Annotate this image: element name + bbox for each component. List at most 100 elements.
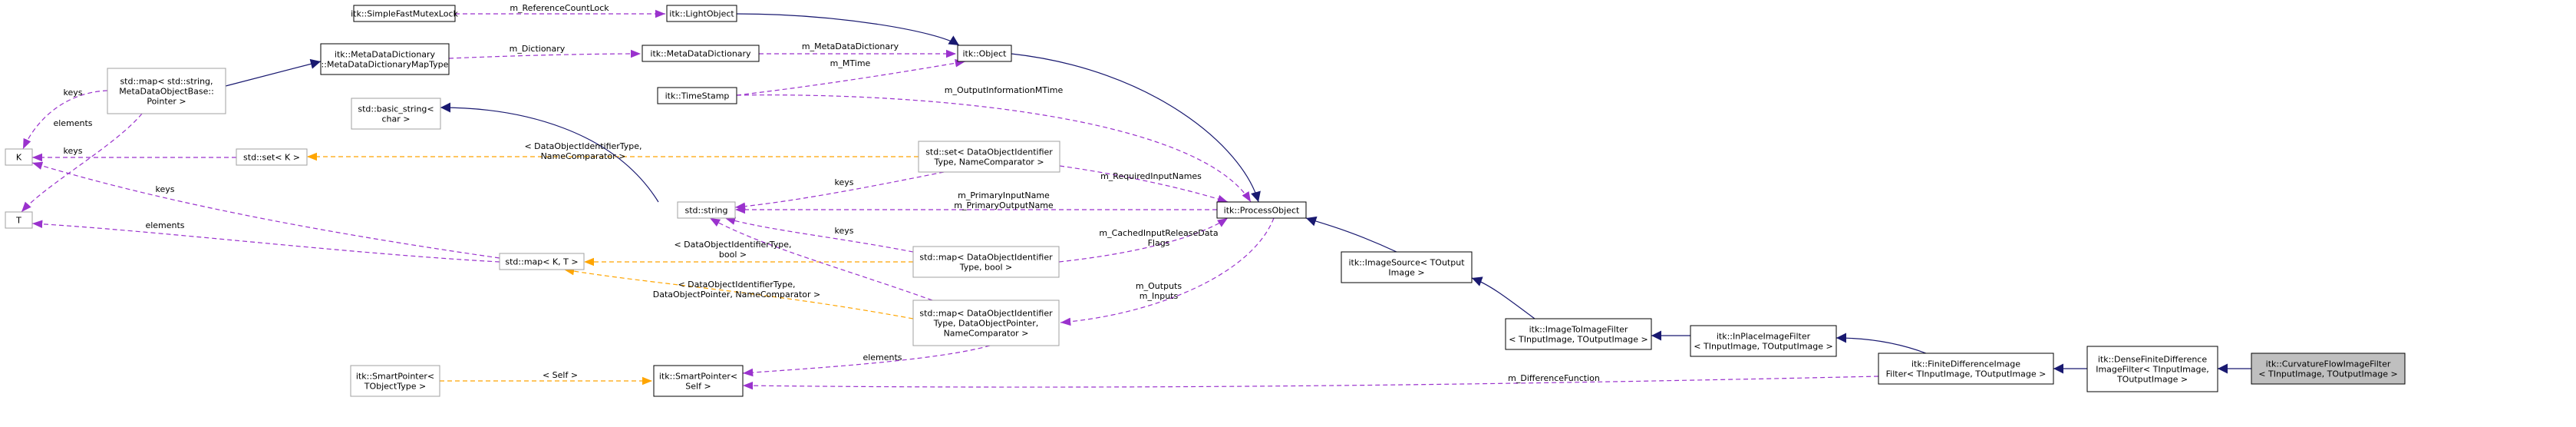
node-label: MetaDataObjectBase:: — [119, 87, 214, 97]
edge-label: m_ReferenceCountLock — [510, 3, 609, 13]
node-box — [353, 5, 456, 22]
node-meta-data-dictionary-map-type[interactable]: itk::MetaDataDictionary::MetaDataDiction… — [320, 43, 450, 75]
node-std-set-k[interactable]: std::set< K > — [236, 148, 308, 166]
edge-is-itif — [1471, 276, 1535, 319]
node-box — [350, 365, 440, 397]
node-t[interactable]: T — [5, 211, 33, 229]
edge-label: keys — [64, 88, 83, 98]
node-std-map-kt[interactable]: std::map< K, T > — [499, 253, 585, 270]
node-label: K — [16, 153, 22, 163]
node-box — [957, 45, 1012, 62]
node-std-map-doibool[interactable]: std::map< DataObjectIdentifierType, bool… — [912, 246, 1060, 278]
node-smart-pointer-self[interactable]: itk::SmartPointer<Self > — [653, 365, 744, 397]
node-box — [499, 253, 585, 270]
node-image-source[interactable]: itk::ImageSource< TOutputImage > — [1341, 251, 1473, 283]
node-smart-pointer-tobject[interactable]: itk::SmartPointer<TObjectType > — [350, 365, 440, 397]
edge-label: m_RequiredInputNames — [1100, 171, 1202, 181]
node-object[interactable]: itk::Object — [957, 45, 1012, 62]
node-box — [320, 43, 450, 75]
edge-bs-string — [440, 102, 659, 203]
node-label: std::set< K > — [243, 153, 300, 163]
node-box — [5, 148, 33, 166]
node-box — [912, 246, 1060, 278]
node-label: Filter< TInputImage, TOutputImage > — [1886, 369, 2047, 379]
node-box — [236, 148, 308, 166]
edge-object-po — [1011, 53, 1261, 203]
node-label: < TInputImage, TOutputImage > — [2258, 369, 2397, 379]
edge-label: bool > — [719, 250, 747, 260]
edge-label: m_CachedInputReleaseData — [1099, 228, 1218, 238]
edge-label: < DataObjectIdentifierType, — [678, 280, 795, 290]
node-std-map-doiptr[interactable]: std::map< DataObjectIdentifierType, Data… — [912, 300, 1060, 346]
node-box — [912, 300, 1060, 346]
node-label: itk::SmartPointer< — [659, 372, 737, 382]
node-label: itk::FiniteDifferenceImage — [1911, 359, 2020, 369]
node-label: std::map< DataObjectIdentifier — [919, 309, 1053, 319]
edge-string-mapptr — [709, 217, 933, 301]
node-box — [107, 68, 226, 114]
node-in-place-image-filter[interactable]: itk::InPlaceImageFilter< TInputImage, TO… — [1690, 325, 1837, 357]
edge-label: < DataObjectIdentifierType, — [524, 141, 642, 151]
node-label: TObjectType > — [364, 382, 427, 392]
node-std-string[interactable]: std::string — [677, 201, 736, 219]
node-label: Type, NameComparator > — [933, 157, 1044, 167]
edge-label: DataObjectPointer, NameComparator > — [653, 290, 821, 300]
edge-label: NameComparator > — [541, 151, 626, 161]
edge-label: m_MetaDataDictionary — [802, 41, 899, 51]
node-label: itk::TimeStamp — [665, 91, 730, 101]
node-label: std::set< DataObjectIdentifier — [925, 147, 1053, 157]
edge-label: m_Dictionary — [510, 44, 566, 54]
edge-label: m_Outputs — [1136, 281, 1182, 291]
node-label: Type, DataObjectPointer, — [933, 319, 1038, 329]
edge-label: elements — [145, 220, 184, 230]
edge-mapmeta-mdmt — [225, 58, 322, 87]
edge-t-mapmeta — [21, 113, 143, 213]
node-label: ImageFilter< TInputImage, — [2096, 365, 2209, 375]
edge-k-mapkt — [31, 161, 500, 259]
node-basic-string[interactable]: std::basic_string<char > — [351, 98, 441, 130]
node-label: std::basic_string< — [358, 104, 434, 114]
edge-label: elements — [863, 353, 902, 362]
node-label: std::map< std::string, — [120, 77, 213, 87]
edge-mapbool-po — [1058, 217, 1229, 263]
node-label: itk::ImageToImageFilter — [1529, 325, 1628, 335]
node-light-object[interactable]: itk::LightObject — [666, 5, 737, 22]
edge-mdmt-mdd — [448, 49, 642, 59]
edge-string-mapbool — [724, 217, 922, 254]
edge-setdoi-po — [1059, 165, 1229, 203]
node-label: TOutputImage > — [2116, 375, 2188, 385]
edge-po-is — [1305, 216, 1397, 253]
edge-t-mapkt — [31, 220, 500, 263]
node-box — [642, 45, 760, 62]
edge-label: Flags — [1148, 238, 1170, 248]
node-label: Pointer > — [147, 97, 186, 107]
node-curvature-flow-image-filter[interactable]: itk::CurvatureFlowImageFilter< TInputIma… — [2251, 353, 2406, 385]
node-image-to-image-filter[interactable]: itk::ImageToImageFilter< TInputImage, TO… — [1505, 318, 1652, 350]
node-k[interactable]: K — [5, 148, 33, 166]
node-label: ::MetaDataDictionaryMapType — [322, 60, 449, 70]
node-box — [1878, 353, 2054, 385]
edge-mapptr-sps — [742, 345, 991, 377]
edge-label: keys — [835, 226, 854, 236]
node-std-map-meta[interactable]: std::map< std::string,MetaDataObjectBase… — [107, 68, 226, 114]
node-std-set-doi[interactable]: std::set< DataObjectIdentifierType, Name… — [918, 141, 1060, 173]
node-time-stamp[interactable]: itk::TimeStamp — [657, 87, 737, 104]
node-process-object[interactable]: itk::ProcessObject — [1216, 201, 1307, 219]
node-simple-fast-mutex-lock[interactable]: itk::SimpleFastMutexLock — [351, 5, 459, 22]
node-label: std::string — [684, 206, 727, 216]
edge-string-setdoi — [734, 171, 945, 210]
node-label: itk::SimpleFastMutexLock — [351, 9, 458, 19]
node-box — [351, 98, 441, 130]
node-label: Type, bool > — [959, 263, 1012, 273]
edge-label: keys — [64, 146, 83, 156]
node-label: itk::MetaDataDictionary — [650, 49, 751, 59]
node-label: itk::ImageSource< TOutput — [1348, 258, 1465, 268]
node-label: NameComparator > — [944, 329, 1029, 339]
node-label: itk::DenseFiniteDifference — [2098, 355, 2207, 365]
edge-label: m_Inputs — [1140, 291, 1179, 301]
edge-label: < Self > — [543, 370, 578, 380]
edge-label: m_PrimaryInputName — [958, 190, 1050, 200]
node-meta-data-dictionary[interactable]: itk::MetaDataDictionary — [642, 45, 760, 62]
